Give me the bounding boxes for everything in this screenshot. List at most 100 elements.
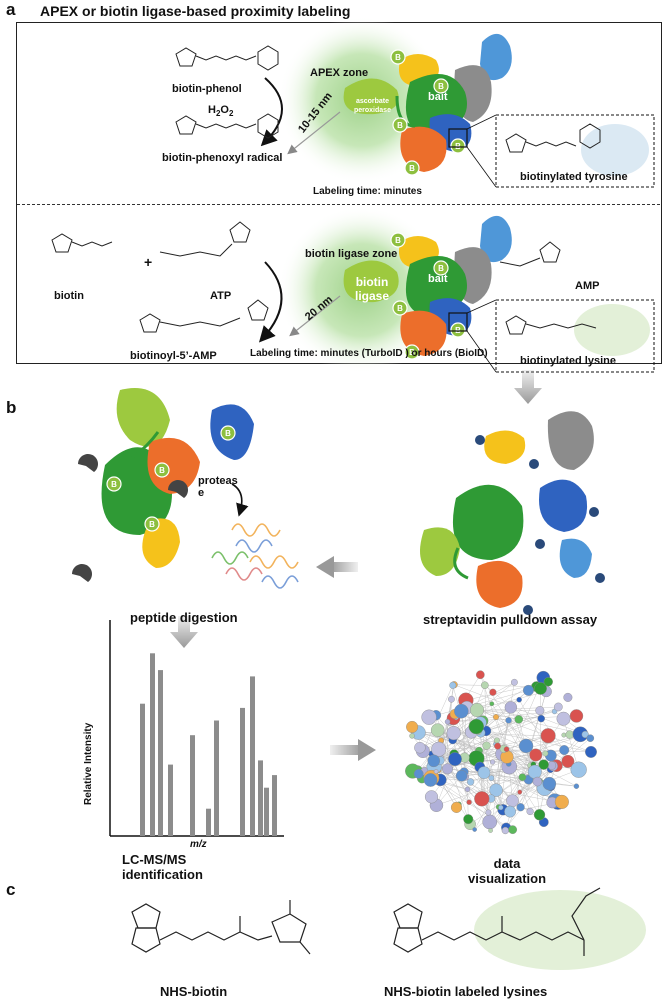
down-arrow-digest — [170, 616, 198, 648]
network-node — [488, 775, 495, 781]
network-node — [581, 730, 589, 739]
nhs-labeled-lysines-label: NHS-biotin labeled lysines — [384, 984, 548, 999]
bait-label-bottom: bait — [428, 273, 448, 285]
network-node — [563, 692, 573, 702]
network-node — [585, 745, 597, 758]
plus-sign: + — [144, 254, 153, 270]
peptide-fragments — [211, 523, 299, 589]
network-node — [514, 715, 524, 724]
network-node — [540, 728, 556, 744]
spectrum-peak — [168, 764, 173, 836]
x-axis-label: m/z — [190, 839, 207, 850]
biotin-badge — [404, 160, 420, 176]
network-node — [489, 688, 497, 696]
network-node — [543, 677, 553, 687]
network-node — [498, 804, 504, 811]
network-node — [431, 741, 447, 757]
network-node — [516, 697, 522, 703]
bait-protein-pulldown — [452, 484, 524, 560]
spectrum-peak — [214, 720, 219, 836]
svg-text:B: B — [438, 264, 444, 273]
svg-text:B: B — [111, 480, 117, 489]
labeling-time-top: Labeling time: minutes — [313, 186, 422, 197]
biotin-badge — [450, 138, 466, 154]
reaction-arc-bottom — [258, 261, 283, 343]
network-node — [409, 733, 415, 739]
network-node — [488, 828, 493, 833]
network-node — [446, 725, 461, 741]
down-arrow-a-to-b — [514, 370, 542, 404]
network-node — [517, 789, 523, 795]
right-arrow — [358, 739, 376, 761]
network-node — [448, 695, 455, 703]
lysine-highlight — [574, 304, 650, 356]
panel-c-artwork — [131, 887, 646, 970]
tyrosine-highlight — [581, 124, 649, 176]
apex-zone-label: APEX zone — [310, 67, 369, 79]
network-node — [542, 750, 549, 757]
network-node — [464, 786, 471, 793]
network-node — [559, 745, 570, 756]
svg-text:B: B — [159, 466, 165, 475]
lysine-highlight-c — [474, 890, 646, 970]
network-node — [573, 783, 580, 789]
network-node — [505, 717, 512, 724]
network-node — [553, 702, 563, 712]
network-node — [493, 714, 500, 721]
biotin-badge — [390, 49, 406, 65]
spectrum-peak — [140, 703, 145, 836]
network-graph — [405, 670, 597, 835]
spectrum-peak — [150, 653, 155, 836]
network-node — [529, 748, 543, 762]
svg-text:B: B — [395, 236, 401, 245]
network-node — [547, 761, 557, 770]
network-node — [532, 776, 543, 787]
network-node — [433, 769, 439, 774]
spectrum-peak — [258, 760, 263, 836]
network-node — [494, 742, 502, 750]
network-node — [503, 746, 510, 752]
svg-text:B: B — [409, 348, 415, 357]
svg-text:B: B — [395, 53, 401, 62]
network-node — [522, 684, 534, 696]
network-node — [538, 759, 549, 770]
panel-a-title: APEX or biotin ligase-based proximity la… — [40, 3, 351, 19]
network-node — [450, 801, 463, 813]
network-node — [449, 681, 457, 689]
chem-structures-c — [131, 887, 601, 956]
network-node — [534, 682, 547, 695]
svg-text:B: B — [397, 121, 403, 130]
network-node — [489, 701, 495, 707]
network-node — [504, 701, 518, 714]
nhs-biotin-label: NHS-biotin — [160, 984, 228, 999]
network-node — [427, 754, 441, 768]
network-node — [510, 678, 518, 686]
network-node — [586, 734, 595, 743]
network-node — [455, 770, 468, 782]
network-node — [448, 752, 462, 766]
streptavidin-label: streptavidin pulldown assay — [423, 612, 598, 627]
ligase-enzyme — [343, 260, 399, 303]
panel-a-letter: a — [6, 0, 16, 19]
network-node — [475, 670, 485, 680]
network-node — [561, 754, 575, 768]
network-node — [444, 719, 451, 725]
left-arrow — [316, 556, 334, 578]
biotin-badge — [392, 117, 408, 133]
spectrum-peak — [250, 676, 255, 836]
ligase-zone-label: biotin ligase zone — [305, 248, 398, 260]
streptavidin-beads — [475, 435, 605, 615]
network-node — [569, 709, 584, 723]
peptide-digestion-label: peptide digestion — [130, 610, 238, 625]
spectrum-peak — [206, 808, 211, 836]
network-node — [482, 741, 491, 750]
atp-label: ATP — [210, 290, 232, 302]
network-node — [516, 803, 525, 812]
network-node — [423, 773, 438, 787]
spectrum-peak — [240, 707, 245, 836]
reaction-arc-top — [260, 77, 283, 147]
network-node — [474, 791, 490, 807]
